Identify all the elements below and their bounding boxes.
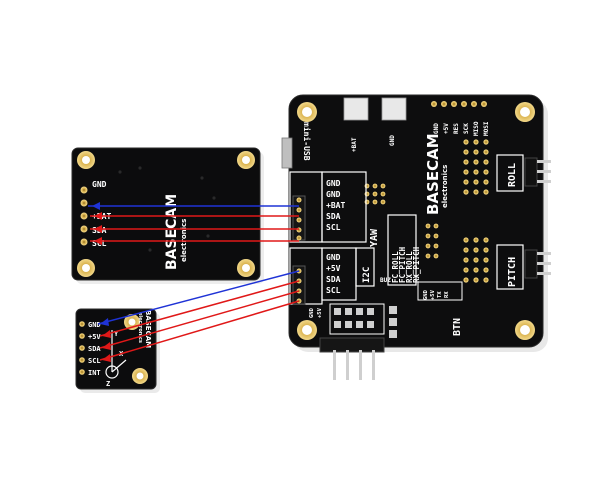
- svg-text:MISO: MISO: [473, 121, 480, 136]
- svg-text:+5V: +5V: [430, 289, 436, 300]
- svg-text:FC_PITCH: FC_PITCH: [398, 246, 407, 283]
- i2c-label: I2C: [362, 267, 372, 283]
- svg-text:GND: GND: [326, 190, 341, 199]
- sensor-a-pads: [80, 186, 88, 246]
- bottom-pin-grid: [329, 303, 385, 335]
- sensor-a-brand: BASECAM: [164, 194, 180, 270]
- sensor-b-brand-sub: electronics: [137, 312, 143, 343]
- svg-text:GND: GND: [326, 253, 341, 262]
- uart-labels: GND +5V TX RX: [423, 289, 450, 300]
- svg-text:GND: GND: [92, 180, 107, 189]
- svg-text:+5V: +5V: [88, 333, 101, 341]
- side-pad-column: [389, 306, 397, 338]
- fc-rx-labels: FC_ROLL FC_PITCH RX_ROLL RX_PITCH: [391, 246, 421, 283]
- sensor-b-pads: [79, 321, 85, 375]
- gnd-small-label: GND: [309, 307, 315, 318]
- pitch-motor-pads: [463, 237, 489, 283]
- svg-text:FC_ROLL: FC_ROLL: [391, 251, 400, 283]
- sensor-board-a: GND +BAT SDA SCL BASECAM electronics: [71, 147, 264, 284]
- main-brand: BASECAM: [424, 133, 442, 215]
- battery-pad-plus: [343, 97, 369, 121]
- buz-label: BUZ: [380, 277, 391, 284]
- svg-text:GND: GND: [433, 123, 440, 134]
- svg-text:GND: GND: [326, 179, 341, 188]
- pitch-pin-header: [524, 249, 551, 279]
- svg-text:RES: RES: [453, 123, 460, 134]
- svg-text:RX_PITCH: RX_PITCH: [412, 246, 421, 283]
- sensor-board-b: GND +5V SDA SCL INT BASECAM electronics …: [75, 308, 160, 393]
- connector-1-pins: [292, 195, 306, 241]
- svg-text:MOSI: MOSI: [483, 121, 490, 136]
- mini-usb-label: mini-USB: [302, 122, 312, 161]
- mini-usb-port: [281, 137, 293, 169]
- wire-b-sda: [99, 290, 300, 349]
- svg-text:+5V: +5V: [326, 264, 341, 273]
- wire-b-scl: [99, 300, 300, 361]
- connector-2-pins: [292, 265, 306, 305]
- fc-rx-pads: [425, 223, 439, 259]
- gnd-top-label: GND: [389, 135, 396, 146]
- connector-2-labels: GND +5V SDA SCL: [326, 253, 341, 295]
- roll-motor-pads: [463, 139, 489, 195]
- svg-text:RX_ROLL: RX_ROLL: [405, 251, 414, 283]
- sensor-b-brand: BASECAM: [144, 310, 152, 348]
- top-header-labels: GND +5V RES SCK MISO MOSI: [433, 121, 490, 136]
- svg-text:Z: Z: [106, 380, 110, 388]
- wire-b-gnd: [97, 270, 300, 325]
- svg-text:SCL: SCL: [88, 357, 101, 365]
- yaw-pads: [364, 183, 386, 205]
- main-brand-sub: electronics: [441, 165, 449, 208]
- roll-pin-header: [524, 157, 551, 187]
- angled-pin-header: [319, 337, 385, 380]
- svg-text:SDA: SDA: [326, 275, 341, 284]
- sensor-a-vias: [118, 166, 216, 252]
- pitch-label: PITCH: [507, 257, 518, 287]
- bat-plus-label: +BAT: [351, 137, 358, 152]
- svg-text:RX: RX: [444, 291, 450, 298]
- plus5v-small-label: +5V: [317, 307, 323, 318]
- svg-text:SCL: SCL: [326, 223, 341, 232]
- roll-label: ROLL: [507, 163, 518, 187]
- svg-text:GND: GND: [88, 321, 101, 329]
- top-header-pads: [431, 101, 487, 107]
- svg-text:Y: Y: [114, 330, 119, 338]
- connector-1-labels: GND GND +BAT SDA SCL: [326, 179, 345, 232]
- yaw-label: YAW: [369, 228, 380, 247]
- svg-text:SDA: SDA: [88, 345, 101, 353]
- battery-pad-gnd: [381, 97, 407, 121]
- svg-text:SDA: SDA: [326, 212, 341, 221]
- svg-text:INT: INT: [88, 369, 101, 377]
- svg-text:SCK: SCK: [463, 123, 470, 134]
- svg-text:SCL: SCL: [326, 286, 341, 295]
- sensor-b-pin-labels: GND +5V SDA SCL INT: [88, 321, 101, 377]
- svg-text:TX: TX: [437, 291, 443, 298]
- svg-text:GND: GND: [423, 289, 429, 300]
- btn-label: BTN: [452, 318, 463, 336]
- wire-b-plus5v: [99, 280, 300, 337]
- main-controller-board: +BAT GND mini-USB GND +5V RES SCK MISO M…: [281, 94, 551, 380]
- svg-text:+5V: +5V: [443, 123, 450, 134]
- wires: [88, 202, 300, 362]
- svg-text:+BAT: +BAT: [326, 201, 345, 210]
